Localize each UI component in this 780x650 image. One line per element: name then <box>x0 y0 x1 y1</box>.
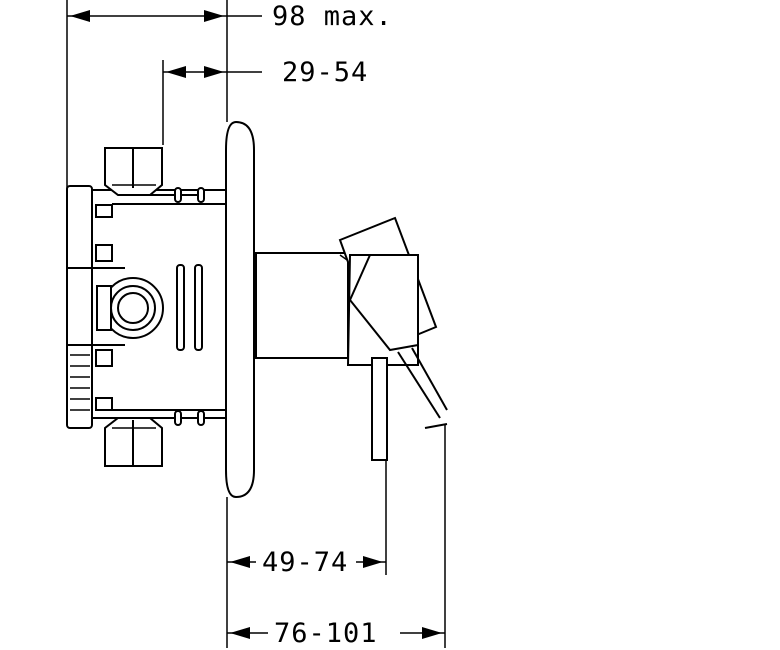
port-square <box>95 244 113 262</box>
cover-plate <box>225 120 255 499</box>
slot <box>194 264 203 351</box>
extension-lines <box>66 0 446 648</box>
dimension-overall-depth: 98 max. <box>67 1 393 32</box>
dimension-body-depth: 29-54 <box>163 57 368 88</box>
port-square <box>95 204 113 218</box>
dimension-arrow-right <box>204 10 224 22</box>
dimension-handle-depth: 76-101 <box>227 618 445 649</box>
dimension-arrow-left <box>230 627 250 639</box>
dimension-arrow-right <box>422 627 442 639</box>
mounting-plate <box>66 185 93 429</box>
dimension-label-handle-offset: 49-74 <box>262 547 348 578</box>
dimension-arrow-right <box>204 66 224 78</box>
dimension-arrow-left <box>166 66 186 78</box>
handle-assembly <box>255 216 448 461</box>
dimension-handle-offset: 49-74 <box>227 547 386 578</box>
dimension-label-body-depth: 29-54 <box>282 57 368 88</box>
lever-stem <box>371 357 388 461</box>
dimension-arrow-right <box>363 556 383 568</box>
dimension-arrow-left <box>70 10 90 22</box>
dimension-label-handle-depth: 76-101 <box>274 618 378 649</box>
port-square <box>95 349 113 367</box>
port-square <box>95 397 113 411</box>
valve-body <box>66 147 228 467</box>
dimension-label-overall-depth: 98 max. <box>272 1 393 32</box>
spindle-sleeve <box>255 252 349 359</box>
dimension-arrow-left <box>230 556 250 568</box>
slot <box>176 264 185 351</box>
